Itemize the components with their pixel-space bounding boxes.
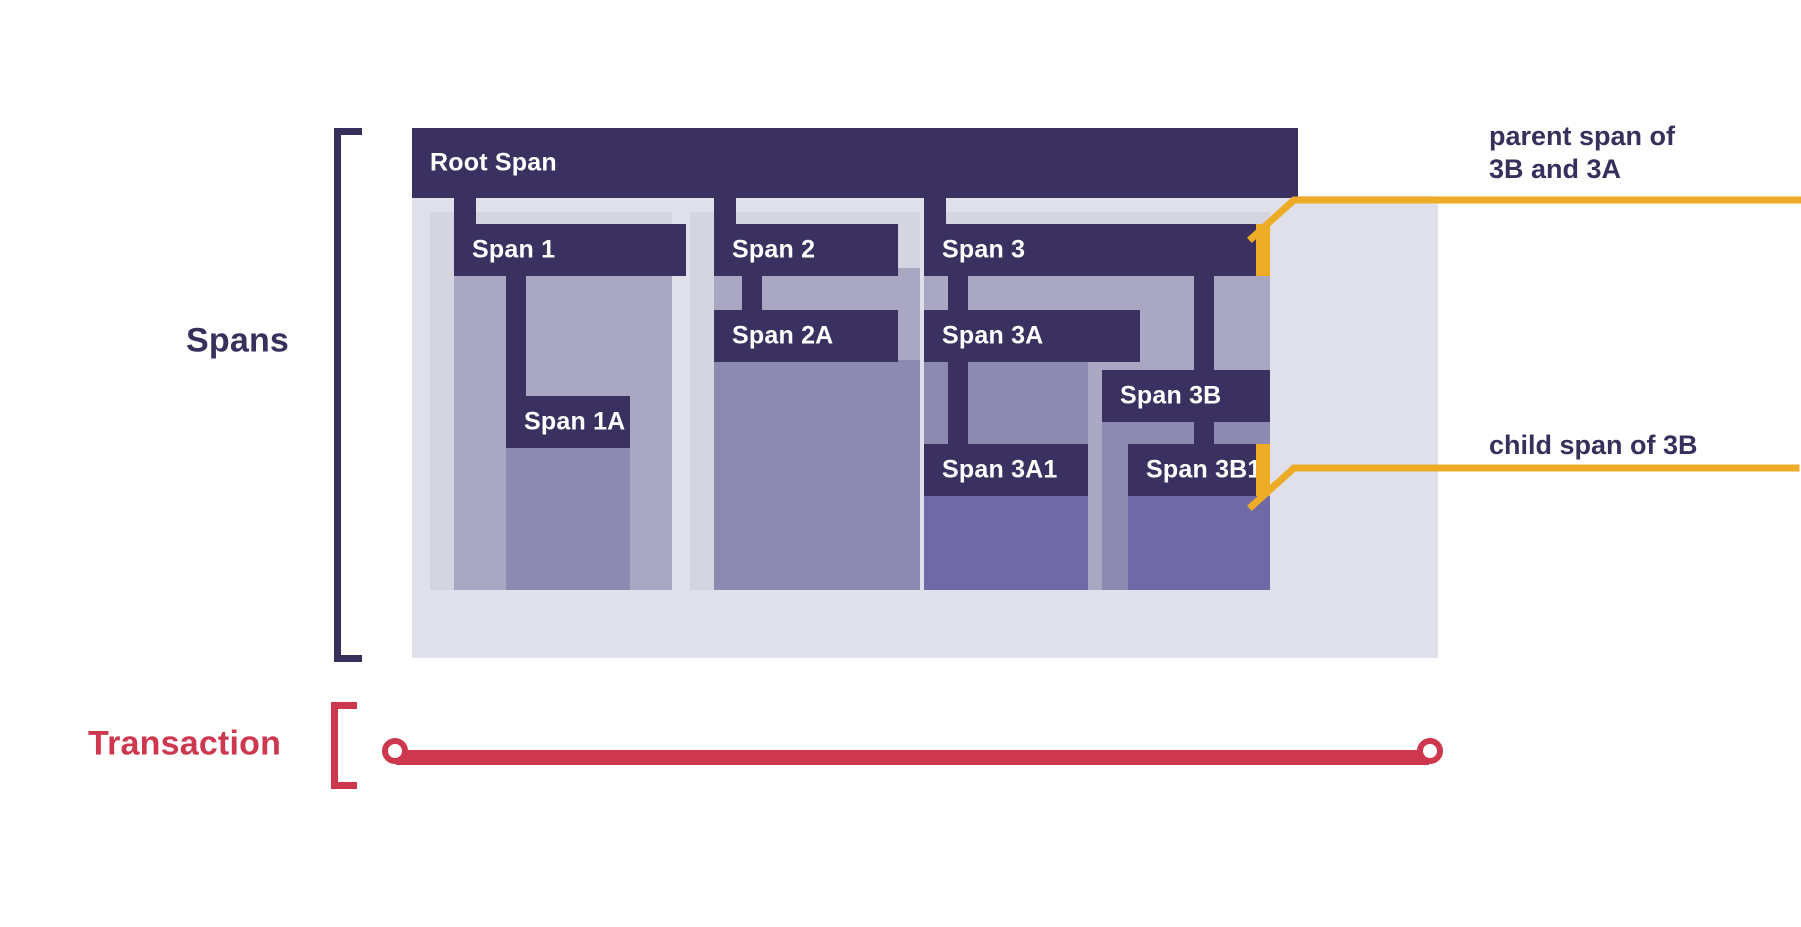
span-label-span3a: Span 3A bbox=[942, 321, 1044, 350]
spans-section-label: Spans bbox=[186, 321, 290, 360]
lane-span2a-inner bbox=[714, 360, 920, 590]
callout-leader-child bbox=[1247, 446, 1801, 516]
span-bar-span3a1[interactable]: Span 3A1 bbox=[924, 444, 1088, 496]
span-waterfall: Root Span Span 1 Span 1A Span 2 Span 2A bbox=[412, 128, 1438, 658]
transaction-duration-line bbox=[396, 750, 1429, 765]
span-bar-span1[interactable]: Span 1 bbox=[454, 224, 686, 276]
span-bar-span2a[interactable]: Span 2A bbox=[714, 310, 898, 362]
span-label-span3b1: Span 3B1 bbox=[1146, 455, 1262, 484]
span-label-span2a: Span 2A bbox=[732, 321, 834, 350]
lane-span3a1-inner bbox=[924, 494, 1088, 590]
span-label-span3: Span 3 bbox=[942, 235, 1026, 264]
span-label-span1a: Span 1A bbox=[524, 407, 626, 436]
span-label-root: Root Span bbox=[430, 148, 557, 177]
transaction-end-dot bbox=[1417, 738, 1443, 764]
lane-span1a-inner bbox=[506, 446, 630, 590]
callout-leader-parent bbox=[1247, 178, 1801, 248]
span-bar-root[interactable]: Root Span bbox=[412, 128, 1298, 198]
highlight-marker-span3b1 bbox=[1256, 444, 1270, 496]
span-label-span3b: Span 3B bbox=[1120, 381, 1222, 410]
span-bar-span3a[interactable]: Span 3A bbox=[924, 310, 1140, 362]
span-label-span3a1: Span 3A1 bbox=[942, 455, 1058, 484]
span-bar-span3[interactable]: Span 3 bbox=[924, 224, 1270, 276]
highlight-marker-span3 bbox=[1256, 224, 1270, 276]
connector-span1-to-span1a bbox=[506, 268, 526, 410]
spans-bracket bbox=[334, 128, 362, 662]
span-bar-span1a[interactable]: Span 1A bbox=[506, 396, 630, 448]
span-bar-span3b[interactable]: Span 3B bbox=[1102, 370, 1270, 422]
lane-span3b1-inner bbox=[1128, 494, 1270, 590]
transaction-section-label: Transaction bbox=[88, 724, 282, 763]
span-bar-span3b1[interactable]: Span 3B1 bbox=[1128, 444, 1270, 496]
transaction-bar[interactable] bbox=[380, 738, 1445, 769]
span-label-span2: Span 2 bbox=[732, 235, 816, 264]
span-label-span1: Span 1 bbox=[472, 235, 556, 264]
connector-span3a-to-span3a1 bbox=[948, 360, 968, 458]
transaction-start-dot bbox=[382, 738, 408, 764]
span-bar-span2[interactable]: Span 2 bbox=[714, 224, 898, 276]
callout-text-parent: parent span of 3B and 3A bbox=[1489, 121, 1676, 184]
callout-text-child: child span of 3B bbox=[1489, 430, 1698, 460]
transaction-bracket bbox=[331, 702, 357, 789]
